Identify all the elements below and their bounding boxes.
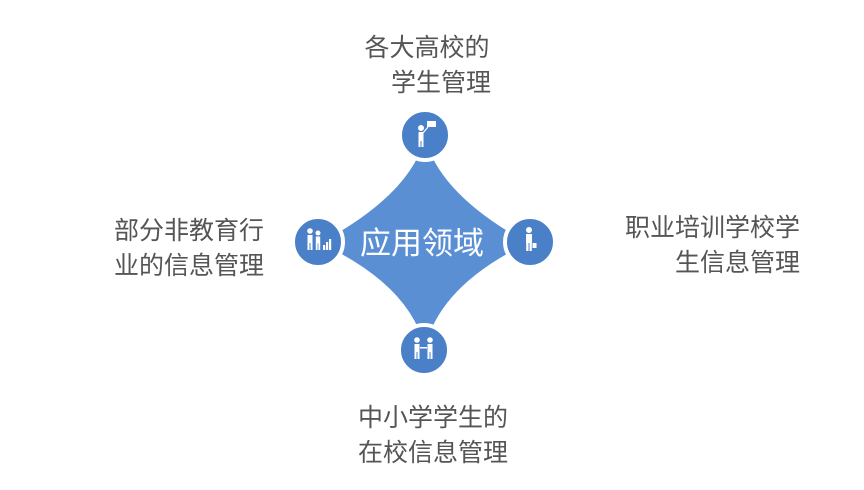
right-node-label-line1: 职业培训学校学: [624, 213, 800, 242]
top-node: [398, 108, 452, 162]
center-star-shape: [320, 138, 528, 348]
people-chart-icon: [307, 228, 332, 250]
top-node-label-line1: 各大高校的: [364, 33, 490, 62]
left-node: [291, 215, 345, 269]
left-node-label-line1: 部分非教育行: [113, 216, 264, 245]
presenter-icon: [418, 121, 436, 147]
bottom-node-label-line2: 在校信息管理: [357, 438, 508, 467]
bottom-node-label: 中小学学生的 在校信息管理: [338, 400, 528, 470]
top-node-label: 各大高校的 学生管理: [352, 30, 502, 100]
left-node-label-line2: 业的信息管理: [113, 251, 264, 280]
left-node-label: 部分非教育行 业的信息管理: [64, 213, 264, 283]
bottom-node: [397, 323, 451, 377]
center-label: 应用领域: [360, 226, 484, 262]
right-node-label: 职业培训学校学 生信息管理: [600, 210, 800, 280]
right-node: [503, 215, 557, 269]
bottom-node-label-line1: 中小学学生的: [357, 403, 508, 432]
people-pair-icon: [414, 337, 433, 359]
top-node-label-line2: 学生管理: [390, 68, 491, 97]
right-node-label-line2: 生信息管理: [674, 248, 800, 277]
businessman-icon: [526, 227, 537, 251]
